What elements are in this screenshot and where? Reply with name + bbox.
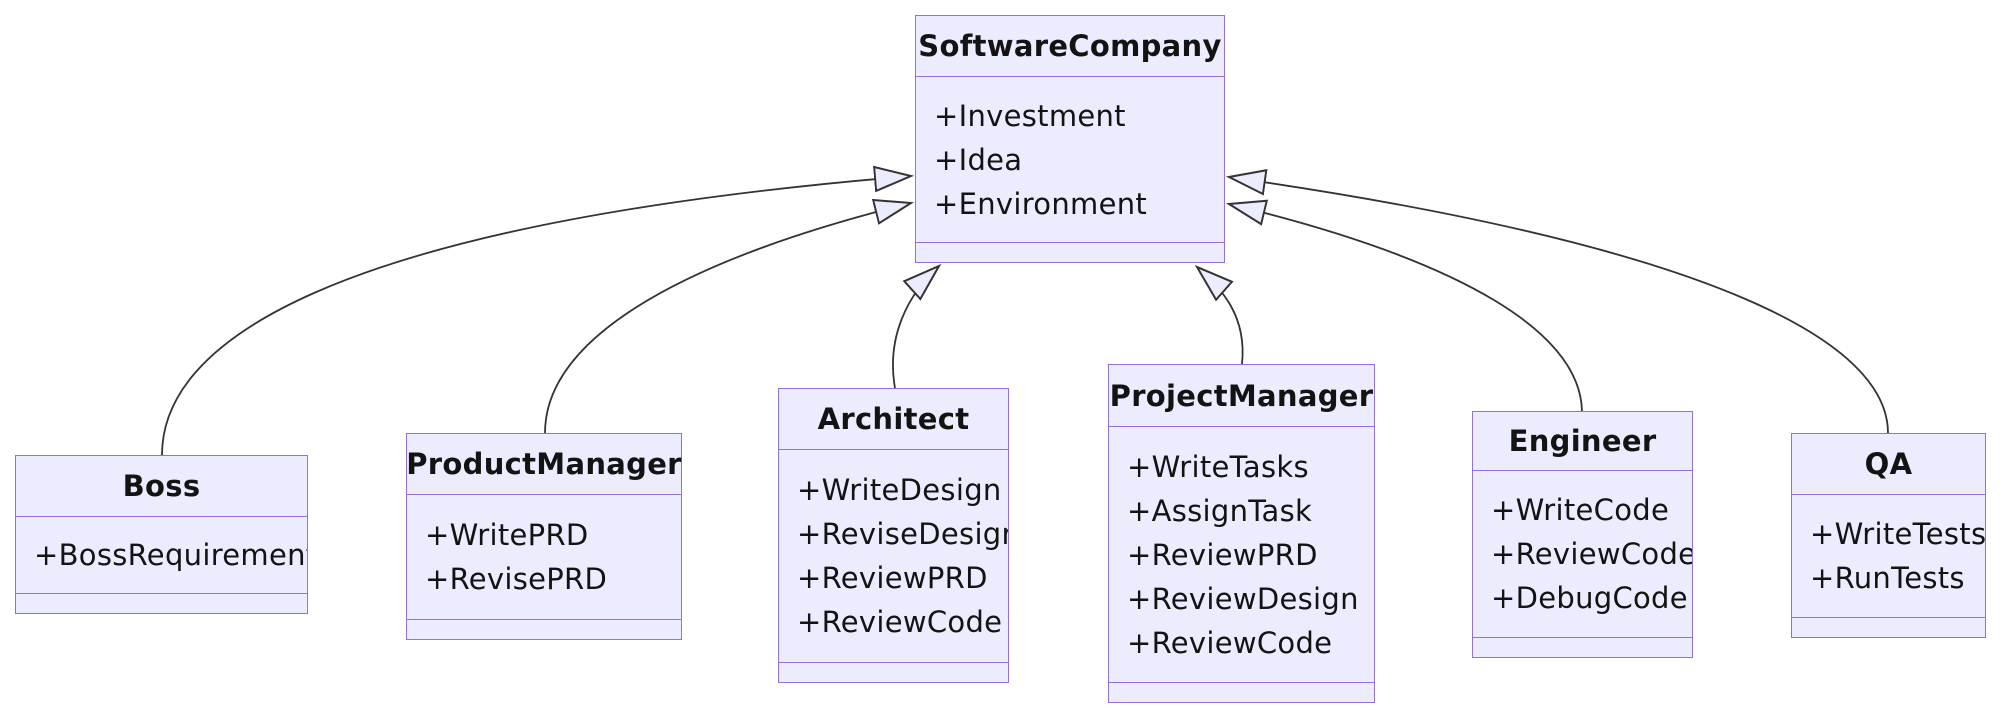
- class-methods-empty: [916, 242, 1224, 262]
- class-attribute: +ReviewDesign: [1127, 581, 1359, 616]
- edge-architect-to-softwarecompany: [892, 266, 939, 389]
- edge-productmanager-to-softwarecompany: [544, 203, 911, 434]
- class-attribute: +ReviewPRD: [1127, 537, 1318, 572]
- class-productmanager: ProductManager +WritePRD +RevisePRD: [406, 433, 682, 640]
- class-attribute: +AssignTask: [1127, 493, 1313, 528]
- class-attribute: +WriteTasks: [1127, 449, 1309, 484]
- class-boss: Boss +BossRequirement: [15, 455, 308, 614]
- class-methods-empty: [779, 662, 1008, 682]
- edge-boss-to-softwarecompany: [161, 176, 911, 456]
- class-engineer: Engineer +WriteCode +ReviewCode +DebugCode: [1472, 411, 1693, 658]
- class-attributes: +WriteDesign +ReviseDesign +ReviewPRD +Revi…: [779, 450, 1008, 662]
- class-attribute: +RunTests: [1810, 561, 1965, 595]
- class-attribute: +ReviseDesign: [797, 517, 1008, 551]
- edge-qa-to-softwarecompany: [1229, 177, 1889, 434]
- class-projectmanager: ProjectManager +WriteTasks +AssignTask +Re…: [1108, 364, 1375, 703]
- class-title: Boss: [16, 456, 307, 517]
- class-attribute: +Investment: [934, 98, 1126, 133]
- edge-projectmanager-to-softwarecompany: [1197, 267, 1244, 365]
- class-attribute: +ReviewCode: [1491, 537, 1692, 571]
- class-attribute: +Environment: [934, 186, 1148, 221]
- class-qa: QA +WriteTests +RunTests: [1791, 433, 1986, 638]
- class-architect: Architect +WriteDesign +ReviseDesign +Revi…: [778, 388, 1009, 683]
- class-attribute: +ReviewPRD: [797, 561, 988, 595]
- class-attributes: +Investment +Idea +Environment: [916, 77, 1224, 242]
- class-title: ProjectManager: [1109, 365, 1374, 427]
- class-attribute: +WriteCode: [1491, 493, 1670, 527]
- class-attribute: +WritePRD: [425, 518, 589, 552]
- class-title: Engineer: [1473, 412, 1692, 471]
- class-attribute: +WriteTests: [1810, 517, 1985, 551]
- class-attribute: +WriteDesign: [797, 473, 1002, 507]
- class-attributes: +WritePRD +RevisePRD: [407, 495, 681, 619]
- class-attribute: +ReviewCode: [797, 605, 1003, 639]
- class-attributes: +BossRequirement: [16, 517, 307, 593]
- class-methods-empty: [16, 593, 307, 613]
- class-title: Architect: [779, 389, 1008, 450]
- class-attributes: +WriteTests +RunTests: [1792, 495, 1985, 617]
- class-attribute: +Idea: [934, 142, 1023, 177]
- class-methods-empty: [1792, 617, 1985, 637]
- class-attribute: +RevisePRD: [425, 562, 608, 596]
- class-title: QA: [1792, 434, 1985, 495]
- class-attributes: +WriteTasks +AssignTask +ReviewPRD +ReviewD…: [1109, 427, 1374, 682]
- class-attributes: +WriteCode +ReviewCode +DebugCode: [1473, 471, 1692, 637]
- class-attribute: +BossRequirement: [34, 538, 307, 572]
- class-title: ProductManager: [406, 434, 681, 495]
- class-methods-empty: [1473, 637, 1692, 657]
- class-softwarecompany: SoftwareCompany +Investment +Idea +Environ…: [915, 15, 1225, 263]
- class-title: SoftwareCompany: [916, 16, 1224, 77]
- edge-engineer-to-softwarecompany: [1229, 204, 1583, 412]
- class-methods-empty: [1109, 682, 1374, 702]
- class-methods-empty: [407, 619, 681, 639]
- class-attribute: +ReviewCode: [1127, 625, 1333, 660]
- class-attribute: +DebugCode: [1491, 581, 1688, 615]
